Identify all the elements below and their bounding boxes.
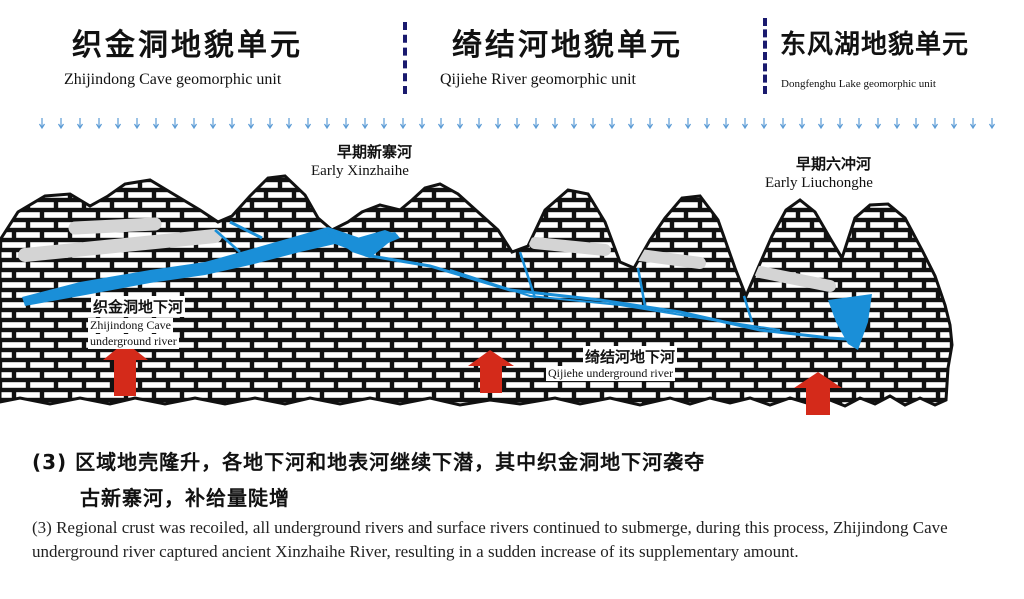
- rain-arrow-icon: [779, 118, 787, 130]
- rain-arrow-icon: [76, 118, 84, 130]
- rain-arrow-icon: [532, 118, 540, 130]
- early-xinzhaihe-channel: [325, 230, 398, 258]
- rain-arrow-icon: [836, 118, 844, 130]
- qijiehe-underground-river: [364, 253, 861, 342]
- unit-title-dongfenghu-cn: 东风湖地貌单元: [780, 30, 970, 60]
- rain-arrow-icon: [703, 118, 711, 130]
- unit-title-qijiehe-cn: 绮结河地貌单元: [452, 28, 683, 63]
- rain-arrow-icon: [114, 118, 122, 130]
- rain-arrow-icon: [95, 118, 103, 130]
- caption-cn-line-2: 古新寨河，补给量陡增: [80, 486, 290, 510]
- rain-arrow-icon: [893, 118, 901, 130]
- karst-cross-section: [0, 118, 996, 415]
- early-liuchonghe-water: [828, 294, 872, 350]
- rain-arrow-icon: [589, 118, 597, 130]
- rain-arrow-icon: [608, 118, 616, 130]
- rain-arrow-icon: [570, 118, 578, 130]
- rain-arrow-icon: [646, 118, 654, 130]
- abandoned-channels: [18, 217, 836, 292]
- label-zhijindong-river-cn: 织金洞地下河: [91, 296, 186, 317]
- zhijindong-underground-river: [22, 227, 400, 306]
- rain-arrow-icon: [304, 118, 312, 130]
- unit-title-qijiehe-en: Qijiehe River geomorphic unit: [440, 71, 636, 88]
- rain-arrow-icon: [684, 118, 692, 130]
- rain-arrow-icon: [228, 118, 236, 130]
- rain-arrow-icon: [285, 118, 293, 130]
- label-qijiehe-river-cn: 绮结河地下河: [583, 346, 678, 367]
- rain-arrow-icon: [209, 118, 217, 130]
- rain-arrow-icon: [171, 118, 179, 130]
- rain-arrow-icon: [798, 118, 806, 130]
- rain-arrow-icon: [418, 118, 426, 130]
- rain-arrow-icon: [760, 118, 768, 130]
- rain-arrow-icon: [133, 118, 141, 130]
- unit-title-zhijindong-cn: 织金洞地貌单元: [72, 28, 303, 63]
- rain-arrow-icon: [551, 118, 559, 130]
- rain-arrow-icon: [855, 118, 863, 130]
- rain-arrow-icon: [722, 118, 730, 130]
- label-early-xinzhaihe-en: Early Xinzhaihe: [311, 163, 409, 179]
- unit-divider-left: [403, 22, 411, 94]
- rain-arrow-icon: [190, 118, 198, 130]
- rain-arrow-icon: [399, 118, 407, 130]
- rain-arrow-icon: [342, 118, 350, 130]
- rivers: [22, 220, 872, 350]
- label-early-xinzhaihe-cn: 早期新寨河: [337, 143, 413, 161]
- rain-arrow-icon: [38, 118, 46, 130]
- rain-arrow-icon: [494, 118, 502, 130]
- caption-en: (3) Regional crust was recoiled, all und…: [32, 518, 948, 561]
- rain-arrow-icon: [380, 118, 388, 130]
- rain-arrow-icon: [665, 118, 673, 130]
- rain-arrow-icon: [266, 118, 274, 130]
- rain-arrow-icon: [874, 118, 882, 130]
- unit-title-zhijindong-en: Zhijindong Cave geomorphic unit: [64, 71, 282, 88]
- label-early-liuchonghe-cn: 早期六冲河: [796, 155, 872, 173]
- rain-arrow-icon: [475, 118, 483, 130]
- uplift-arrow-icon: [103, 342, 842, 415]
- label-qijiehe-river-en: Qijiehe underground river: [546, 366, 676, 381]
- rain-arrow-icon: [817, 118, 825, 130]
- rain-arrow-icon: [513, 118, 521, 130]
- unit-title-dongfenghu-en: Dongfenghu Lake geomorphic unit: [781, 78, 936, 90]
- rain-arrow-icon: [741, 118, 749, 130]
- label-early-liuchonghe-en: Early Liuchonghe: [765, 175, 873, 191]
- unit-divider-right: [763, 18, 771, 94]
- caption-cn-line-1: (3) 区域地壳隆升，各地下河和地表河继续下潜，其中织金洞地下河袭夺: [32, 450, 706, 474]
- rain-arrow-icon: [437, 118, 445, 130]
- rain-arrow-icon: [38, 118, 996, 130]
- limestone-massif: [0, 174, 954, 408]
- rain-arrow-icon: [627, 118, 635, 130]
- rain-arrow-icon: [969, 118, 977, 130]
- label-zhijindong-river-en-2: underground river: [88, 334, 179, 349]
- rain-arrow-icon: [950, 118, 958, 130]
- label-zhijindong-river-en-1: Zhijindong Cave: [88, 318, 173, 333]
- rain-arrow-icon: [361, 118, 369, 130]
- rain-arrow-icon: [988, 118, 996, 130]
- rain-arrow-icon: [912, 118, 920, 130]
- rain-arrow-icon: [456, 118, 464, 130]
- rain-arrow-icon: [57, 118, 65, 130]
- rain-arrow-icon: [931, 118, 939, 130]
- rain-arrow-icon: [152, 118, 160, 130]
- rain-arrow-icon: [323, 118, 331, 130]
- rain-arrow-icon: [247, 118, 255, 130]
